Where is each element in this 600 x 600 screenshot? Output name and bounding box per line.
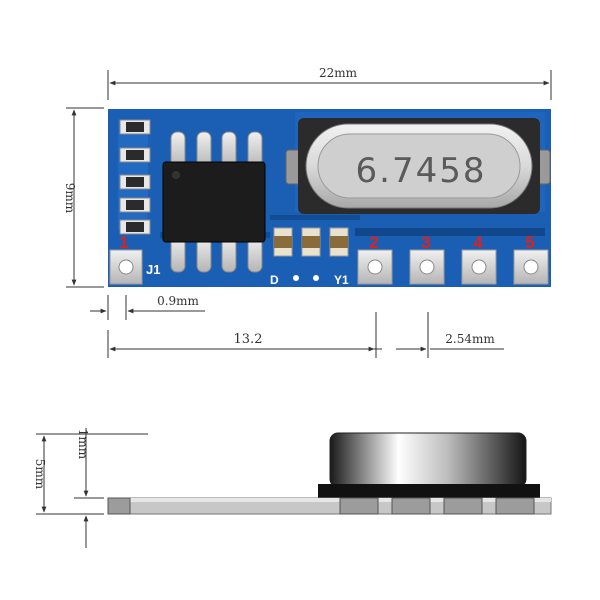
smd-components-left [119, 119, 151, 235]
pin-number-4: 4 [473, 233, 483, 252]
length-dimension: 22mm [107, 66, 552, 100]
length-label: 22mm [319, 66, 358, 80]
height-label: 9mm [63, 183, 77, 214]
crystal-oscillator: 6.7458 [285, 118, 551, 214]
pin1-offset-label: 0.9mm [157, 294, 199, 308]
side-height-label: 5mm [33, 459, 47, 490]
pcb-top-view: 6.7458 J1 D Y1 1 2 3 4 5 [108, 109, 551, 287]
smd-components-mid [273, 227, 349, 257]
pin-pitch-dimension: 2.54mm [374, 312, 504, 358]
pin-number-1: 1 [119, 233, 128, 252]
pin-number-2: 2 [369, 233, 378, 252]
pin1-offset-dimension: 0.9mm [90, 294, 205, 320]
j1-silkscreen: J1 [146, 262, 160, 277]
pcb-thickness-label: 1mm [76, 429, 90, 460]
side-view [107, 432, 552, 515]
pin-pitch-label: 2.54mm [445, 332, 495, 346]
pin2-offset-dimension: 13.2 [107, 312, 377, 358]
height-dimension: 9mm [63, 107, 104, 288]
pin-number-5: 5 [525, 233, 534, 252]
d-silkscreen: D [270, 273, 279, 287]
sop8-chip [162, 131, 266, 273]
pcb-thickness-dimension: 1mm [74, 428, 104, 548]
pin-pads [109, 249, 549, 285]
y1-silkscreen: Y1 [334, 273, 349, 287]
crystal-frequency-label: 6.7458 [356, 151, 487, 191]
crystal-can-side [329, 432, 527, 488]
pin-number-3: 3 [421, 233, 430, 252]
pin2-offset-label: 13.2 [234, 332, 263, 347]
side-height-dimension: 5mm [33, 433, 148, 515]
